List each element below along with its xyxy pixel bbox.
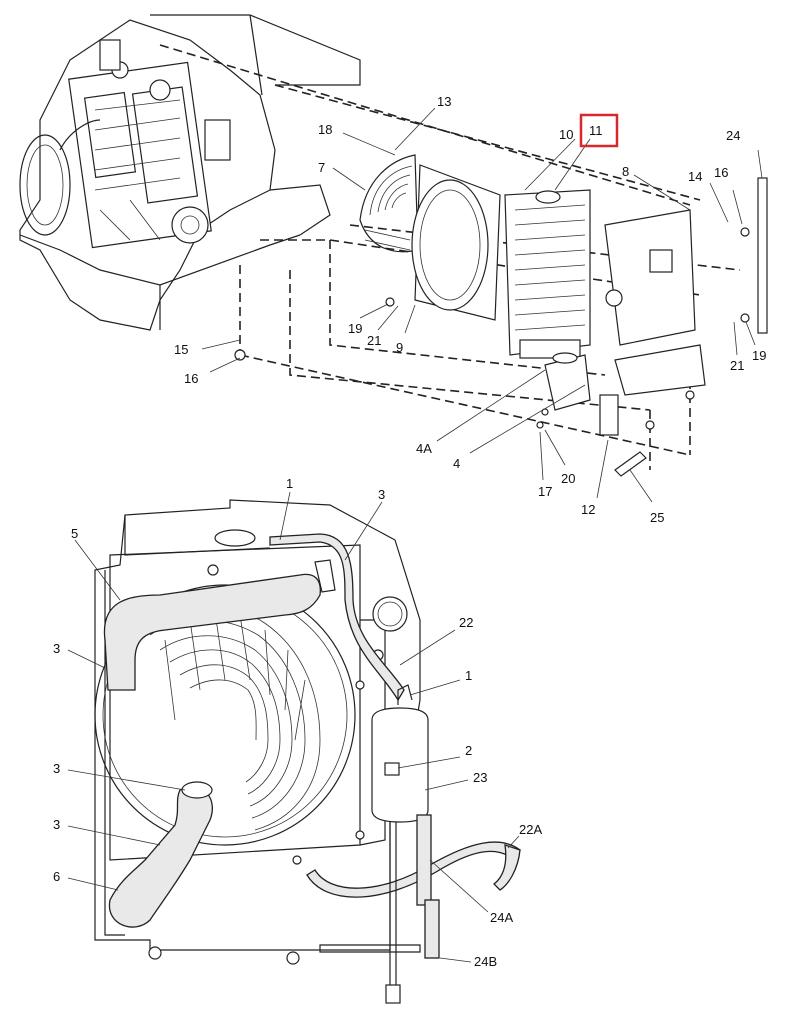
exploded-labels: 13 18 7 10 11 8 24 14 16 15 16 19 21 9 1… [174,94,766,525]
engine-assembly [19,14,361,331]
label-21-right: 21 [730,358,744,373]
seal-24B [424,899,440,959]
label-20: 20 [561,471,575,486]
radiator-assembly [94,499,421,965]
seal-strip [757,177,768,334]
label-22: 22 [459,615,473,630]
coolant-bottle [371,684,429,1004]
label-24: 24 [726,128,740,143]
label-8: 8 [622,164,629,179]
label-14: 14 [688,169,702,184]
label-4A: 4A [416,441,432,456]
overflow-hose [269,533,521,898]
label-16-top: 16 [714,165,728,180]
assembled-labels: 1 3 5 3 22 1 2 23 3 3 22A 6 24A 24B [53,476,542,969]
fan-shroud [411,164,501,321]
label-4: 4 [453,456,460,471]
label-17: 17 [538,484,552,499]
label-1-right: 1 [465,668,472,683]
label-3-top: 3 [378,487,385,502]
label-2: 2 [465,743,472,758]
label-21-left: 21 [367,333,381,348]
side-plate [604,209,706,396]
assembled-leaders [67,491,520,963]
label-22A: 22A [519,822,542,837]
seal-24A [416,814,432,906]
label-19-left: 19 [348,321,362,336]
label-5: 5 [71,526,78,541]
label-15: 15 [174,342,188,357]
overflow-tank [544,352,591,411]
label-3-left-middle: 3 [53,761,60,776]
label-3-left-upper: 3 [53,641,60,656]
label-12: 12 [581,502,595,517]
label-13: 13 [437,94,451,109]
fan-guard [359,154,419,253]
upper-hose [103,559,336,691]
lower-hose [108,781,213,928]
label-19-right: 19 [752,348,766,363]
radiator-core [504,189,591,359]
label-7: 7 [318,160,325,175]
label-3-left-lower: 3 [53,817,60,832]
label-10: 10 [559,127,573,142]
label-11: 11 [589,123,603,138]
label-23: 23 [473,770,487,785]
label-18: 18 [318,122,332,137]
strip [614,451,647,477]
label-16-left: 16 [184,371,198,386]
label-6: 6 [53,869,60,884]
highlight-box [579,113,619,148]
exploded-leaders [201,107,763,503]
label-24A: 24A [490,910,513,925]
bracket [599,394,619,436]
label-25: 25 [650,510,664,525]
label-1-top: 1 [286,476,293,491]
label-9: 9 [396,340,403,355]
label-24B: 24B [474,954,497,969]
